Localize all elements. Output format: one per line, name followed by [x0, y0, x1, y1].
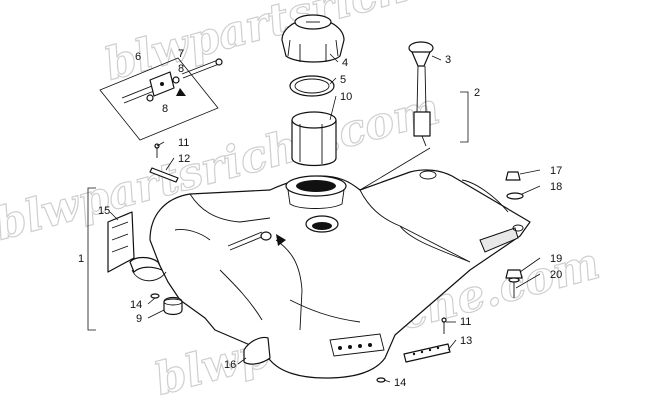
- lower-strap: [403, 343, 451, 363]
- callout-14a: 14: [130, 299, 142, 311]
- fuel-tank: [129, 169, 531, 379]
- sender-leader-line: [359, 147, 431, 191]
- callout-10: 10: [340, 91, 352, 103]
- callout-6: 6: [135, 51, 141, 63]
- callout-20: 20: [550, 269, 562, 281]
- callout-13: 13: [460, 335, 472, 347]
- fuel-sender: [408, 41, 434, 147]
- strap-bracket-assembly: [99, 57, 223, 141]
- callout-2: 2: [474, 87, 480, 99]
- callout-12: 12: [178, 153, 190, 165]
- callout-4: 4: [342, 57, 348, 69]
- callout-11a: 11: [178, 137, 189, 149]
- lower-strap-holes: [412, 346, 440, 356]
- washer-lower: [376, 377, 386, 383]
- filler-sleeve: [291, 111, 337, 167]
- callout-8a: 8: [178, 63, 184, 75]
- callout-18: 18: [550, 181, 562, 193]
- lower-pad: [243, 336, 271, 365]
- callout-19: 19: [550, 253, 562, 265]
- callout-14b: 14: [394, 377, 406, 389]
- right-fasteners: [505, 171, 524, 298]
- tank-strap: [149, 167, 179, 183]
- callouts: 1 2 3 4 5 6 7 8 8 9 10 11 11 12 13 14 14…: [78, 48, 562, 389]
- callout-7: 7: [178, 48, 184, 60]
- callout-5: 5: [340, 74, 346, 86]
- gas-cap: [281, 14, 345, 63]
- callout-9: 9: [136, 313, 142, 325]
- grommet: [163, 296, 183, 316]
- tank-bottom-holes: [338, 343, 372, 350]
- callout-16: 16: [224, 359, 236, 371]
- callout-1: 1: [78, 253, 84, 265]
- leader-lines: [87, 53, 541, 383]
- callout-17: 17: [550, 165, 562, 177]
- callout-3: 3: [445, 54, 451, 66]
- callout-11b: 11: [460, 316, 471, 328]
- washer-left: [150, 293, 160, 299]
- callout-8b: 8: [162, 103, 168, 115]
- callout-15: 15: [98, 205, 110, 217]
